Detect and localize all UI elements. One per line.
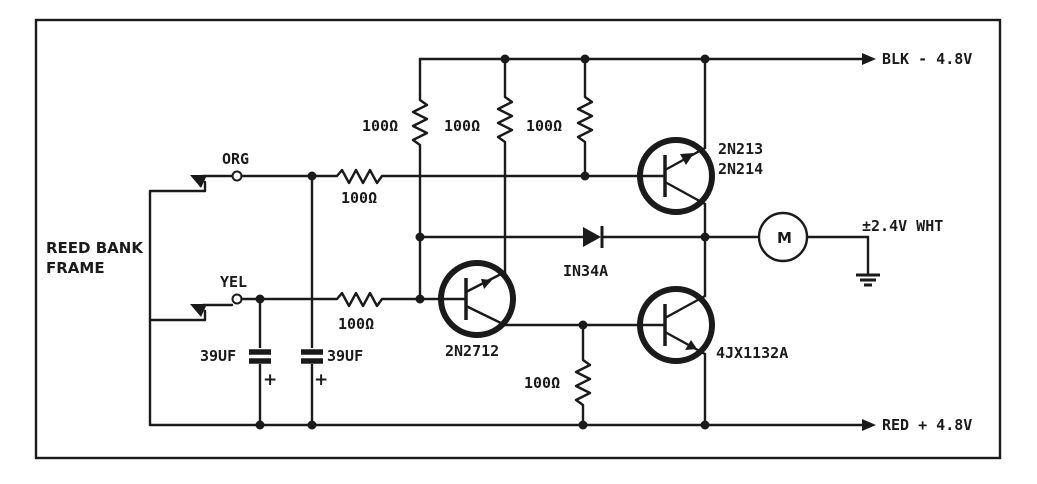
motor-label: M [777,229,792,247]
capacitor-2 [301,348,324,364]
blk-rail [418,53,876,97]
resistor-top-2-label: 100Ω [444,117,480,135]
transistor-mid [438,260,516,338]
resistor-bottom-label: 100Ω [524,374,560,392]
capacitor-1-plus: + [263,370,277,390]
capacitor-2-plus: + [314,370,328,390]
transistor-top [637,137,715,215]
yel-label: YEL [220,273,247,291]
center-bus [418,235,760,301]
resistor-org-label: 100Ω [341,189,377,207]
motor [757,211,880,287]
resistor-top-3 [576,57,594,178]
resistor-top-2 [496,57,514,287]
resistor-top-3-label: 100Ω [526,117,562,135]
wht-label: ±2.4V WHT [862,217,943,235]
diode [583,226,604,248]
reed-label-line2: FRAME [46,259,105,277]
transistor-top-label-2: 2N214 [718,160,763,178]
resistor-yel-label: 100Ω [338,315,374,333]
capacitor-1-label: 39UF [200,347,236,365]
mid-to-bottom-link [503,323,642,427]
transistor-top-label-1: 2N213 [718,140,763,158]
junction-dots [255,54,710,430]
transistor-mid-label: 2N2712 [445,342,499,360]
resistor-top-1 [411,93,429,239]
org-label: ORG [222,150,249,168]
blk-label: BLK - 4.8V [882,50,972,68]
transistor-bottom [637,286,715,364]
resistor-top-1-label: 100Ω [362,117,398,135]
capacitor-1 [249,348,272,364]
red-label: RED + 4.8V [882,416,972,434]
reed-label-line1: REED BANK [46,239,144,257]
diode-label: IN34A [563,262,608,280]
red-rail [148,419,876,431]
org-input-line [240,168,640,427]
reed-bank-frame [148,170,243,427]
transistor-bottom-label: 4JX1132A [716,344,788,362]
diagram-frame [34,18,1002,460]
capacitor-2-label: 39UF [327,347,363,365]
